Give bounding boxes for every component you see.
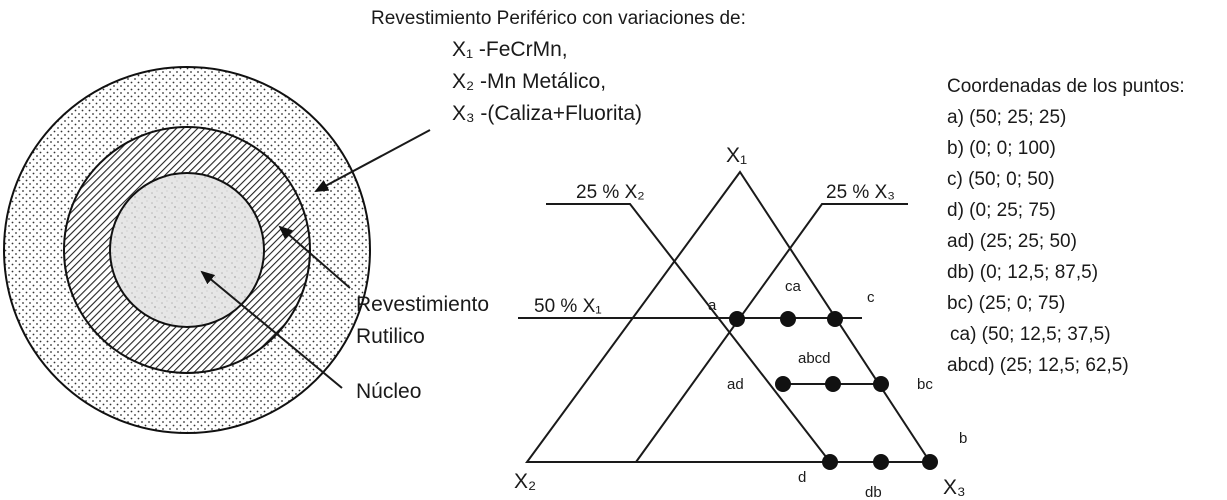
coord-item: bc) (25; 0; 75): [947, 293, 1065, 314]
core-label: Núcleo: [356, 380, 421, 403]
coord-item: abcd) (25; 12,5; 62,5): [947, 355, 1129, 376]
point-db: [873, 454, 889, 470]
coord-item: d) (0; 25; 75): [947, 200, 1056, 221]
coord-item: ca) (50; 12,5; 37,5): [950, 324, 1111, 345]
coords-list: a) (50; 25; 25) b) (0; 0; 100) c) (50; 0…: [947, 107, 1129, 376]
peripheral-title: Revestimiento Periférico con variaciones…: [371, 8, 746, 29]
coord-item: b) (0; 0; 100): [947, 138, 1056, 159]
vertex-x3: X₃: [943, 476, 966, 499]
label-a: a: [708, 297, 717, 314]
label-50-x1: 50 % X₁: [534, 296, 602, 317]
variation-x3: X₃ -(Caliza+Fluorita): [452, 102, 642, 125]
label-b: b: [959, 430, 967, 447]
label-25-x3: 25 % X₃: [826, 182, 895, 203]
point-a: [729, 311, 745, 327]
line-25-x2: [546, 203, 831, 463]
rutile-label-line2: Rutilico: [356, 325, 425, 348]
point-abcd: [825, 376, 841, 392]
label-25-x2: 25 % X₂: [576, 182, 645, 203]
core-circle: [109, 172, 265, 328]
point-ad: [775, 376, 791, 392]
coord-item: a) (50; 25; 25): [947, 107, 1066, 128]
point-b: [922, 454, 938, 470]
label-ad: ad: [727, 376, 744, 393]
line-25-x3: [635, 203, 908, 463]
coords-title: Coordenadas de los puntos:: [947, 76, 1185, 97]
electrode-cross-section: [3, 66, 371, 434]
coord-item: c) (50; 0; 50): [947, 169, 1055, 190]
point-markers: [729, 311, 938, 470]
rutile-label-line1: Revestimiento: [356, 293, 489, 316]
peripheral-arrow: [314, 129, 431, 192]
coord-item: db) (0; 12,5; 87,5): [947, 262, 1098, 283]
coord-item: ad) (25; 25; 50): [947, 231, 1077, 252]
variation-x1: X₁ -FeCrMn,: [452, 38, 568, 61]
core-arrow: [200, 270, 343, 389]
vertex-x1: X₁: [726, 144, 747, 167]
vertex-x2: X₂: [514, 470, 536, 493]
ternary-diagram: [518, 170, 932, 463]
point-c: [827, 311, 843, 327]
label-d: d: [798, 469, 806, 486]
label-abcd: abcd: [798, 350, 831, 367]
variation-x2: X₂ -Mn Metálico,: [452, 70, 606, 93]
point-bc: [873, 376, 889, 392]
rutile-arrow: [278, 225, 351, 289]
label-ca: ca: [785, 278, 802, 295]
label-db: db: [865, 484, 882, 500]
label-c: c: [867, 289, 875, 306]
point-ca: [780, 311, 796, 327]
label-bc: bc: [917, 376, 933, 393]
point-d: [822, 454, 838, 470]
